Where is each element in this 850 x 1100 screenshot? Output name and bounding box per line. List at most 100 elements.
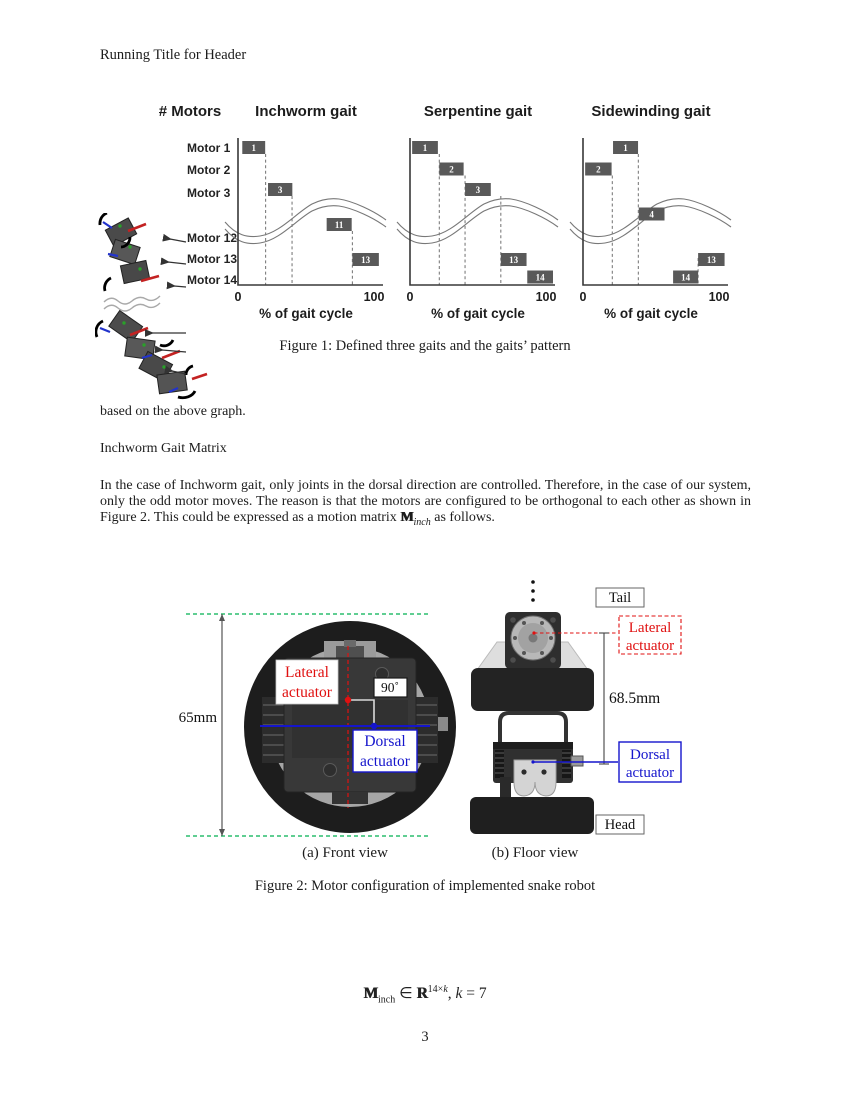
dimension-68-5mm: 68.5mm — [599, 632, 660, 765]
paragraph-text-end: as follows. — [430, 509, 495, 525]
section-heading: Inchworm Gait Matrix — [100, 441, 227, 456]
svg-text:actuator: actuator — [282, 684, 333, 701]
snake-lower-chain — [95, 309, 208, 400]
gait-bar-motor-1 — [613, 141, 639, 154]
x-tick-0: 0 — [406, 290, 414, 304]
svg-text:Head: Head — [605, 817, 636, 833]
svg-text:actuator: actuator — [360, 753, 411, 770]
figure2-illustration: 65mm — [179, 580, 682, 837]
motor-label-13: Motor 13 — [187, 252, 238, 266]
gait-bar-motor-14 — [673, 270, 699, 284]
continuation-dots — [531, 580, 535, 602]
gait-bar-number: 1 — [623, 143, 628, 153]
upper-body-block — [471, 668, 594, 711]
motor-label-3: Motor 3 — [187, 186, 231, 200]
left-gear-block — [262, 697, 286, 763]
snake-upper-chain — [98, 213, 160, 292]
gait-bar-motor-13 — [352, 253, 379, 266]
svg-text:actuator: actuator — [626, 638, 674, 654]
svg-text:90˚: 90˚ — [381, 680, 399, 695]
subcaption-floor-view: (b) Floor view — [491, 845, 579, 861]
svg-text:Dorsal: Dorsal — [364, 733, 405, 750]
running-title: Running Title for Header — [100, 47, 247, 63]
gait-bar-motor-13 — [500, 253, 527, 266]
paragraph-text: In the case of Inchworm gait, only joint… — [100, 478, 751, 525]
chart-title: Serpentine gait — [423, 103, 533, 120]
motor-label-2: Motor 2 — [187, 163, 231, 177]
figure2-caption: Figure 2: Motor configuration of impleme… — [254, 878, 596, 894]
motor-label-1: Motor 1 — [187, 141, 231, 155]
gait-bar-number: 3 — [476, 185, 481, 195]
lateral-actuator-label-front: Lateral actuator — [275, 659, 339, 705]
dimension-65mm: 65mm — [179, 614, 225, 836]
svg-text:Lateral: Lateral — [285, 664, 329, 681]
x-tick-0: 0 — [579, 290, 587, 304]
lateral-actuator-label-floor: Lateral actuator — [618, 615, 682, 655]
x-tick-100: 100 — [535, 290, 557, 304]
blackboard-r: R — [416, 985, 428, 1003]
dim-68-5mm-label: 68.5mm — [609, 690, 660, 707]
axis — [582, 138, 728, 286]
superscript-var: k — [443, 984, 448, 995]
equation-var-k: k — [455, 985, 463, 1003]
wave-curve — [224, 205, 387, 245]
svg-text:Lateral: Lateral — [629, 620, 671, 636]
wave-curve — [224, 198, 387, 238]
motor-label-12: Motor 12 — [187, 231, 238, 245]
motor-label-14: Motor 14 — [187, 273, 238, 287]
x-axis-label: % of gait cycle — [604, 306, 698, 321]
element-of-symbol: ∈ — [395, 985, 417, 1003]
svg-text:actuator: actuator — [626, 765, 674, 781]
axis — [237, 138, 383, 286]
equation-minch: Minch ∈ R14×k, k = 7 — [0, 984, 850, 1005]
gait-bar-number: 13 — [361, 255, 371, 265]
body-paragraph-main: In the case of Inchworm gait, only joint… — [100, 478, 751, 531]
blackboard-m: M — [400, 509, 414, 525]
gait-bar-number: 4 — [649, 209, 654, 219]
gait-bar-number: 13 — [509, 255, 519, 265]
equation-m-subscript: inch — [377, 994, 396, 1006]
gait-bar-motor-3 — [268, 183, 293, 196]
snake-break-squiggle — [103, 295, 161, 312]
right-gear-block — [414, 697, 438, 763]
stirrup-bracket — [498, 711, 568, 742]
x-axis-label: % of gait cycle — [259, 306, 353, 321]
wave-curve — [396, 198, 559, 238]
motors-column-title: # Motors — [158, 103, 222, 120]
front-view: 65mm — [179, 613, 456, 837]
gait-bar-number: 3 — [278, 185, 283, 195]
x-tick-100: 100 — [363, 290, 385, 304]
gait-bar-motor-14 — [527, 270, 553, 284]
blackboard-m: M — [363, 985, 378, 1003]
dorsal-motor-unit — [493, 742, 584, 797]
tail-label-box: Tail — [595, 587, 645, 608]
gait-bar-motor-2 — [439, 162, 464, 176]
wave-curve — [569, 198, 732, 238]
gait-bar-number: 11 — [335, 220, 344, 230]
dim-65mm-label: 65mm — [179, 710, 218, 726]
svg-text:Tail: Tail — [609, 590, 631, 606]
gait-bar-number: 14 — [681, 272, 691, 282]
dorsal-actuator-label-front: Dorsal actuator — [352, 729, 418, 773]
angle-90-label: 90˚ — [373, 677, 408, 698]
gait-bar-number: 14 — [536, 272, 546, 282]
figure1-caption: Figure 1: Defined three gaits and the ga… — [279, 338, 571, 354]
right-angle-lines — [348, 699, 375, 726]
x-tick-100: 100 — [708, 290, 730, 304]
body-paragraph-above: based on the above graph. — [100, 404, 246, 419]
motor-pointer-arrows — [144, 233, 187, 375]
x-tick-0: 0 — [234, 290, 242, 304]
base-block — [470, 797, 594, 834]
gait-bar-motor-11 — [326, 218, 352, 231]
dorsal-axis-dot — [370, 722, 378, 730]
gait-bar-number: 1 — [251, 143, 256, 153]
svg-text:Dorsal: Dorsal — [630, 747, 670, 763]
matrix-subscript: inch — [413, 516, 431, 528]
